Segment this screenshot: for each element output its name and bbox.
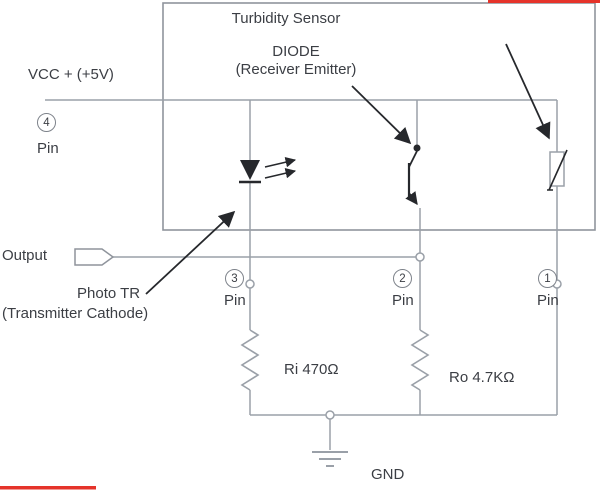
photo-tr-pointer-arrow xyxy=(145,210,236,295)
pin2-badge: 2 xyxy=(393,269,412,288)
led-symbol xyxy=(239,160,261,184)
pin4-label: Pin xyxy=(37,140,59,157)
diode-pointer-arrow xyxy=(351,85,412,145)
vcc-label: VCC + (+5V) xyxy=(28,66,114,83)
diode-annotation-line2: (Receiver Emitter) xyxy=(235,61,357,78)
pin3-label: Pin xyxy=(224,292,246,309)
photoresistor-pointer-arrow xyxy=(505,43,551,140)
pin3-node xyxy=(245,279,255,289)
gnd-label: GND xyxy=(371,466,405,483)
resistor-ri-symbol xyxy=(240,329,260,391)
photo-tr-annotation-line1: Photo TR xyxy=(77,285,141,302)
output-label: Output xyxy=(2,247,48,264)
resistor-ri-label: Ri 470Ω xyxy=(284,361,339,378)
pin2-node xyxy=(415,252,425,262)
ground-node xyxy=(325,410,335,420)
pin4-badge: 4 xyxy=(37,113,56,132)
pin2-label: Pin xyxy=(392,292,414,309)
annotation-arrows xyxy=(145,43,551,295)
sensor-box xyxy=(162,2,596,231)
phototransistor-symbol xyxy=(405,144,421,206)
red-crop-mark-bottom-left xyxy=(0,486,96,490)
diagram-title: Turbidity Sensor xyxy=(231,10,341,27)
diode-annotation: DIODE (Receiver Emitter) xyxy=(220,43,372,79)
output-connector-icon xyxy=(74,248,115,266)
pin1-badge: 1 xyxy=(538,269,557,288)
resistor-ro-label: Ro 4.7KΩ xyxy=(449,369,515,386)
red-crop-mark-top-right xyxy=(488,0,600,3)
resistor-ro-symbol xyxy=(410,329,430,391)
diode-annotation-line1: DIODE xyxy=(272,43,320,60)
photoresistor-symbol xyxy=(547,149,568,191)
pin3-badge: 3 xyxy=(225,269,244,288)
circuit-wires xyxy=(45,99,558,450)
led-light-arrows-icon xyxy=(264,157,297,179)
pin1-label: Pin xyxy=(537,292,559,309)
terminal-nodes xyxy=(245,252,562,420)
photo-tr-annotation-line2: (Transmitter Cathode) xyxy=(2,305,149,322)
ground-symbol xyxy=(312,451,348,467)
